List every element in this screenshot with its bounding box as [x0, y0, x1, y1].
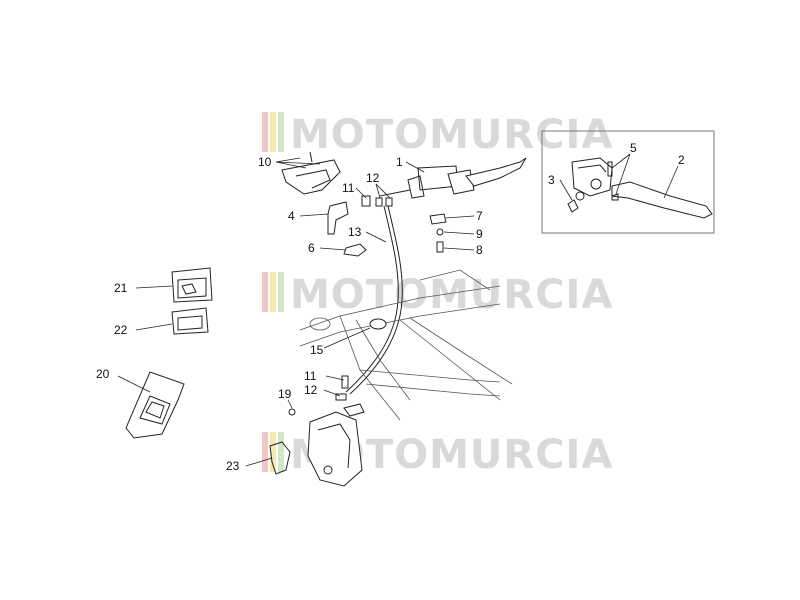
brake-caliper: [307, 375, 365, 487]
label-8: 8: [476, 243, 483, 257]
part-labels: 1 2 3 4 5 6 7 8 9 10 11 12 13 15 11 12 1…: [96, 141, 685, 473]
hose-clamp: [343, 243, 367, 257]
leader-lines: [117, 153, 679, 467]
grommet: [369, 318, 387, 330]
label-5: 5: [630, 141, 637, 155]
brake-pad-kit-22: [171, 307, 209, 335]
label-13: 13: [348, 225, 362, 239]
label-9: 9: [476, 227, 483, 241]
label-19: 19: [278, 387, 292, 401]
reservoir-cover: [281, 151, 341, 195]
watermark-text: MOTOMURCIA: [290, 112, 613, 158]
inset-master-cylinder: [567, 157, 613, 213]
watermark-middle: MOTOMURCIA: [262, 272, 613, 318]
bleed-fitting: [269, 441, 291, 475]
inset-frame: [541, 130, 715, 234]
label-2: 2: [678, 153, 685, 167]
watermark-text: MOTOMURCIA: [290, 272, 613, 318]
inset-lever: [611, 181, 713, 219]
label-3: 3: [548, 173, 555, 187]
label-1: 1: [396, 155, 403, 169]
label-23: 23: [226, 459, 240, 473]
brake-pad-kit-21: [171, 267, 213, 303]
label-12-top: 12: [366, 171, 380, 185]
label-15: 15: [310, 343, 324, 357]
brake-pads-20: [125, 371, 185, 439]
label-4: 4: [288, 209, 295, 223]
label-6: 6: [308, 241, 315, 255]
banjo-bolt-top: [361, 195, 393, 207]
brake-light-switch: [327, 201, 349, 235]
screw-8: [436, 241, 444, 253]
inset-screws: [607, 161, 619, 201]
label-22: 22: [114, 323, 128, 337]
label-11-top: 11: [342, 181, 355, 195]
label-12-bottom: 12: [304, 383, 318, 397]
label-20: 20: [96, 367, 110, 381]
label-21: 21: [114, 281, 128, 295]
clip-7: [429, 213, 447, 225]
bleed-screw: [288, 408, 296, 416]
washer-9: [436, 228, 444, 236]
watermark-top: MOTOMURCIA: [262, 112, 613, 158]
label-10: 10: [258, 155, 272, 169]
frame-tubes: [299, 269, 513, 421]
label-7: 7: [476, 209, 483, 223]
master-cylinder: [379, 157, 527, 199]
label-11-bottom: 11: [304, 369, 317, 383]
